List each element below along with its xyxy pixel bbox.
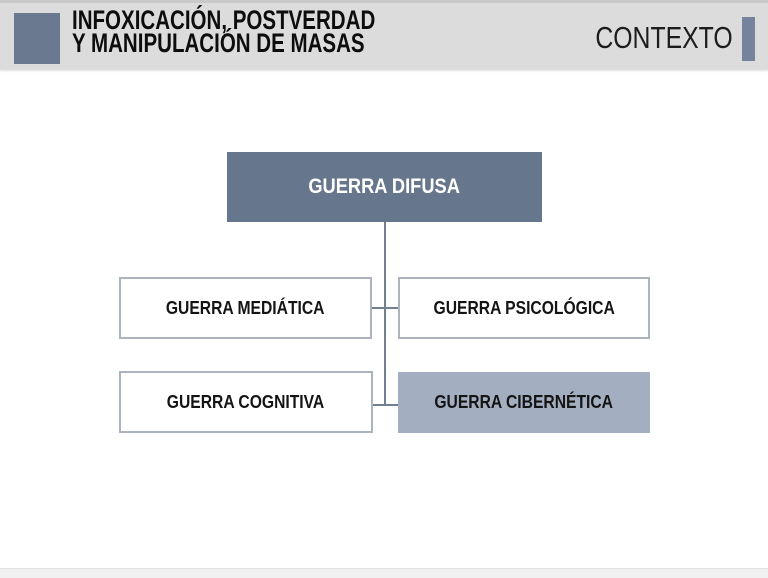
node-label: GUERRA MEDIÁTICA	[166, 297, 325, 318]
header-band: INFOXICACIÓN, POSTVERDAD Y MANIPULACIÓN …	[0, 0, 768, 70]
connector-middle-row	[372, 307, 398, 309]
node-label: GUERRA COGNITIVA	[167, 391, 325, 412]
node-label: GUERRA CIBERNÉTICA	[434, 392, 614, 412]
node-guerra-psicologica: GUERRA PSICOLÓGICA	[398, 277, 650, 339]
context-accent-bar	[742, 17, 755, 61]
node-label: GUERRA DIFUSA	[308, 175, 461, 198]
connector-vertical-line	[384, 222, 386, 406]
node-guerra-cibernetica: GUERRA CIBERNÉTICA	[398, 372, 650, 433]
footer-strip	[0, 568, 768, 578]
node-label: GUERRA PSICOLÓGICA	[433, 297, 615, 318]
context-label: CONTEXTO	[595, 20, 733, 55]
accent-square-icon	[14, 13, 60, 64]
slide-title: INFOXICACIÓN, POSTVERDAD Y MANIPULACIÓN …	[72, 5, 376, 58]
slide-title-line-2: Y MANIPULACIÓN DE MASAS	[72, 28, 365, 58]
node-guerra-difusa: GUERRA DIFUSA	[227, 152, 542, 222]
slide-title-line-1: INFOXICACIÓN, POSTVERDAD	[72, 5, 376, 35]
node-guerra-cognitiva: GUERRA COGNITIVA	[119, 371, 373, 433]
node-guerra-mediatica: GUERRA MEDIÁTICA	[119, 277, 372, 339]
connector-bottom-row	[373, 404, 398, 406]
